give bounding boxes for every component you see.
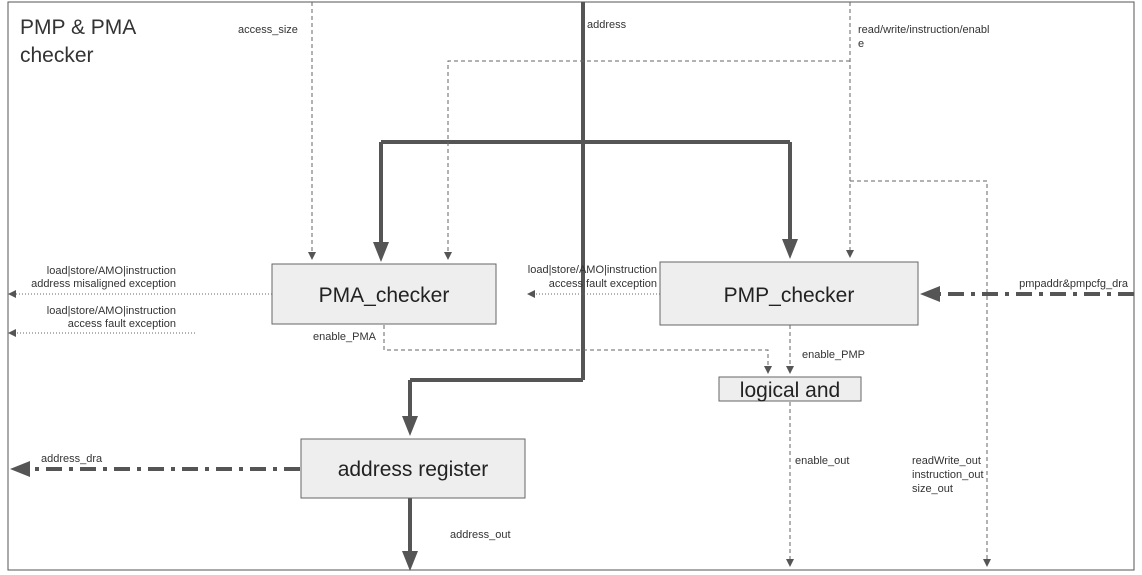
label-enable-pma: enable_PMA bbox=[313, 331, 377, 343]
arrowhead-access-size bbox=[308, 252, 316, 260]
address-bus-arrowheads bbox=[373, 239, 798, 571]
arrowhead-pmpaddr bbox=[920, 286, 940, 302]
address-bus bbox=[379, 2, 792, 555]
arrowhead-pma-misaligned bbox=[8, 290, 16, 298]
dra-lines bbox=[28, 292, 1134, 471]
arrowhead-pma bbox=[373, 242, 389, 262]
label-pmp-fault-line2: access fault exception bbox=[549, 278, 657, 290]
frame-title-line1: PMP & PMA bbox=[20, 16, 136, 39]
label-address-out: address_out bbox=[450, 529, 511, 541]
label-enable-out: enable_out bbox=[795, 455, 849, 467]
node-pmp-checker-label: PMP_checker bbox=[724, 284, 855, 307]
node-logical-and: logical and bbox=[718, 376, 862, 402]
arrowhead-rwie-pma bbox=[444, 252, 452, 260]
label-rwie-line2: e bbox=[858, 38, 864, 50]
label-pma-misaligned-line1: load|store/AMO|instruction bbox=[47, 265, 176, 277]
label-size-out: size_out bbox=[912, 483, 953, 495]
label-readwrite-out: readWrite_out bbox=[912, 455, 981, 467]
node-logical-and-label: logical and bbox=[740, 379, 840, 402]
node-pmp-checker: PMP_checker bbox=[659, 261, 919, 326]
arrowhead-address-dra bbox=[10, 461, 30, 477]
arrowhead-pma-fault bbox=[8, 329, 16, 337]
control-lines bbox=[311, 2, 988, 560]
enable-pma-line bbox=[383, 325, 769, 368]
arrowhead-register bbox=[402, 416, 418, 436]
arrowhead-enable-out bbox=[786, 559, 794, 567]
arrowhead-enable-pmp bbox=[786, 366, 794, 374]
node-address-register: address register bbox=[300, 438, 526, 499]
arrowhead-rwie-out bbox=[983, 559, 991, 567]
arrowhead-address-out bbox=[402, 551, 418, 571]
rwie-to-outputs-line bbox=[850, 180, 988, 560]
label-rwie-line1: read/write/instruction/enabl bbox=[858, 24, 989, 36]
label-pmp-fault-line1: load|store/AMO|instruction bbox=[528, 264, 657, 276]
label-pma-fault-line1: load|store/AMO|instruction bbox=[47, 305, 176, 317]
label-enable-pmp: enable_PMP bbox=[802, 349, 865, 361]
arrowhead-pmp-fault bbox=[527, 290, 535, 298]
label-address-dra: address_dra bbox=[41, 453, 103, 465]
control-arrowheads bbox=[308, 250, 991, 567]
arrowhead-enable-pma bbox=[764, 366, 772, 374]
label-pma-misaligned-line2: address misaligned exception bbox=[31, 278, 176, 290]
frame-title-line2: checker bbox=[20, 44, 94, 67]
rwie-to-pma-line bbox=[447, 60, 850, 254]
label-access-size: access_size bbox=[238, 24, 298, 36]
frame-border bbox=[7, 1, 1135, 571]
exception-arrowheads bbox=[8, 290, 535, 337]
label-pmpaddr-pmpcfg: pmpaddr&pmpcfg_dra bbox=[1019, 278, 1129, 290]
label-address: address bbox=[587, 19, 627, 31]
exception-lines bbox=[16, 293, 660, 334]
label-instruction-out: instruction_out bbox=[912, 469, 984, 481]
node-address-register-label: address register bbox=[338, 458, 489, 481]
label-pma-fault-line2: access fault exception bbox=[68, 318, 176, 330]
node-pma-checker-label: PMA_checker bbox=[319, 284, 450, 307]
node-pma-checker: PMA_checker bbox=[271, 263, 497, 325]
dra-arrowheads bbox=[10, 286, 940, 477]
arrowhead-rwie-pmp bbox=[846, 250, 854, 258]
arrowhead-pmp bbox=[782, 239, 798, 259]
